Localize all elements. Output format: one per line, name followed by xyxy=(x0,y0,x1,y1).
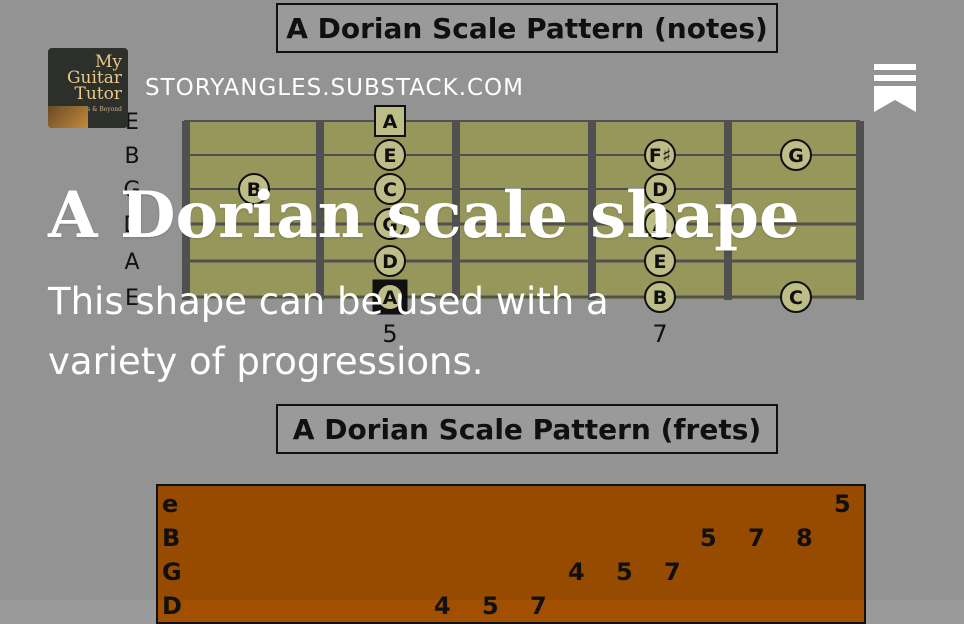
tab-fret-number: 7 xyxy=(664,558,681,586)
tab-fret-number: 5 xyxy=(700,524,717,552)
fret-wire xyxy=(182,121,190,300)
note-label: E xyxy=(654,251,667,273)
publication-logo[interactable]: My Guitar Tutor Basics & Beyond xyxy=(48,48,128,128)
string-label: E xyxy=(125,286,139,311)
fret-number: 7 xyxy=(652,320,667,348)
root-note-marker xyxy=(374,105,406,137)
fret-wire xyxy=(452,121,460,300)
note-marker xyxy=(374,173,406,205)
fret-wire xyxy=(316,121,324,300)
bookmark-icon[interactable] xyxy=(874,64,916,112)
note-marker xyxy=(780,139,812,171)
note-label: A xyxy=(383,287,398,309)
article-subtitle: This shape can be used with a variety of… xyxy=(48,280,609,383)
notes-diagram-title: A Dorian Scale Pattern (notes) xyxy=(276,3,778,53)
note-label: A xyxy=(383,111,398,133)
note-marker xyxy=(644,173,676,205)
tab-fret-number: 5 xyxy=(834,490,851,518)
fret-wire xyxy=(588,121,596,300)
tab-fret-number: 7 xyxy=(748,524,765,552)
article-title: A Dorian scale shape xyxy=(48,178,800,253)
fret-wire xyxy=(856,121,864,300)
tab-string-label: e xyxy=(162,490,179,518)
tab-fret-number: 8 xyxy=(796,524,813,552)
note-label: G xyxy=(788,145,804,167)
note-label: D xyxy=(652,179,668,201)
note-marker xyxy=(376,283,404,311)
cover-overlay xyxy=(0,0,964,600)
note-label: D xyxy=(382,251,398,273)
note-marker xyxy=(374,245,406,277)
fret-number: 5 xyxy=(382,320,397,348)
fret-wire xyxy=(724,121,732,300)
note-label: C xyxy=(383,179,397,201)
publication-name[interactable]: STORYANGLES.SUBSTACK.COM xyxy=(145,75,525,101)
note-label: F♯ xyxy=(649,145,671,167)
note-marker xyxy=(374,208,406,240)
string-label: A xyxy=(124,250,139,275)
tab-fret-number: 5 xyxy=(616,558,633,586)
tab-fret-number: 4 xyxy=(568,558,585,586)
string-label: D xyxy=(124,213,141,238)
note-marker xyxy=(238,173,270,205)
string-label: G xyxy=(123,178,140,203)
note-label: B xyxy=(247,179,261,201)
note-label: A xyxy=(653,214,668,236)
string-label: B xyxy=(124,144,139,169)
note-marker xyxy=(644,281,676,313)
note-marker xyxy=(644,139,676,171)
frets-diagram-title: A Dorian Scale Pattern (frets) xyxy=(276,404,778,454)
note-marker xyxy=(644,245,676,277)
note-marker xyxy=(780,281,812,313)
publication-logo-subtext: Basics & Beyond xyxy=(70,106,122,113)
note-marker xyxy=(644,208,676,240)
note-label: B xyxy=(653,287,667,309)
tab-string-label: G xyxy=(162,558,182,586)
note-label: C xyxy=(789,287,803,309)
note-marker xyxy=(374,139,406,171)
note-label: G xyxy=(382,214,398,236)
tab-string-label: B xyxy=(162,524,181,552)
fretboard-body xyxy=(184,121,860,300)
string-label: E xyxy=(125,110,139,135)
guitar-image-icon xyxy=(48,106,88,128)
note-label: E xyxy=(384,145,397,167)
publication-logo-text: My Guitar Tutor xyxy=(66,52,122,104)
